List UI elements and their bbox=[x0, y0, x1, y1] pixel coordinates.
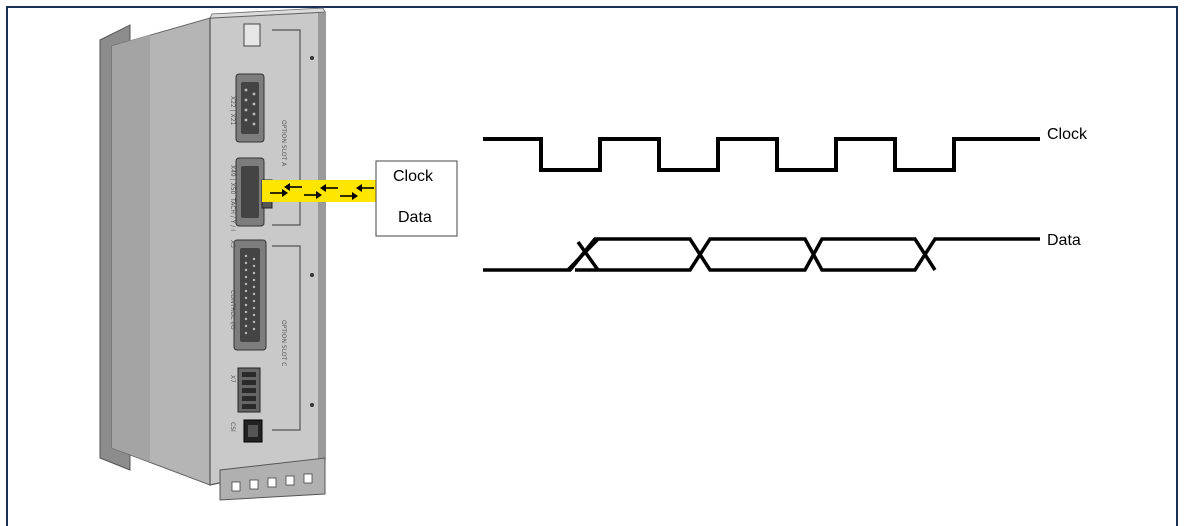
panel-label-x3: X3 bbox=[229, 240, 236, 248]
arrow-left-icon bbox=[284, 183, 302, 191]
figure-frame bbox=[6, 6, 1178, 526]
panel-label-slot-a: OPTION SLOT A bbox=[280, 120, 287, 167]
panel-label-slot-c: OPTION SLOT C bbox=[280, 320, 287, 366]
arrow-right-icon bbox=[270, 189, 288, 197]
servo-drive-device: X22 | X21 OPTION SLOT A X49 | X50 TACH /… bbox=[99, 7, 326, 501]
connector-label-box: Clock Data bbox=[375, 160, 458, 237]
panel-label-control-io: CONTROL I/O bbox=[229, 290, 236, 330]
panel-label-x7: X7 bbox=[229, 375, 236, 383]
panel-label-x49: X49 | X50 bbox=[229, 165, 236, 195]
panel-label-csi: CSI bbox=[229, 422, 236, 432]
box-data-label: Data bbox=[398, 209, 432, 226]
arrow-left-icon bbox=[356, 184, 374, 192]
arrow-left-icon bbox=[320, 184, 338, 192]
panel-label-tach: TACH / Y / I bbox=[229, 197, 236, 231]
interface-diagram: X22 | X21 OPTION SLOT A X49 | X50 TACH /… bbox=[99, 7, 1088, 501]
clock-waveform bbox=[483, 137, 1040, 172]
panel-label-x21: X22 | X21 bbox=[229, 96, 236, 126]
arrow-right-icon bbox=[340, 192, 358, 200]
signal-cable bbox=[262, 180, 378, 202]
data-waveform bbox=[483, 237, 1040, 272]
data-signal-label: Data bbox=[1047, 232, 1081, 249]
clock-signal-label: Clock bbox=[1047, 126, 1088, 143]
arrow-right-icon bbox=[304, 191, 322, 199]
box-clock-label: Clock bbox=[393, 168, 434, 185]
